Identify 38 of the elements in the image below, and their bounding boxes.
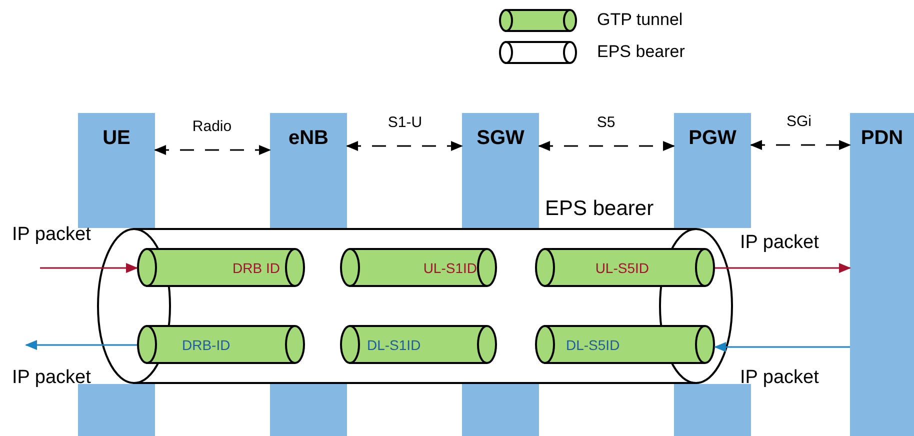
column-base [270, 384, 347, 436]
tunnel-label: UL-S5ID [595, 258, 649, 276]
edge-label: S5 [596, 113, 616, 133]
column-label: eNB [288, 126, 328, 151]
edge-label: IP packet [12, 366, 91, 390]
arrow [25, 340, 137, 350]
edge-label: SGi [786, 112, 812, 132]
edge-label: IP packet [740, 231, 819, 255]
tunnel-label: DL-S5ID [566, 336, 620, 354]
edge-label: IP packet [740, 366, 819, 390]
tunnel-label: DL-S1ID [367, 336, 421, 354]
network-column [674, 113, 751, 228]
arrow [715, 263, 851, 273]
network-column [462, 113, 539, 228]
arrow [40, 263, 138, 273]
arrow [714, 342, 850, 352]
column-base [462, 384, 539, 436]
dashed-arrow [538, 141, 675, 151]
network-column [78, 113, 155, 228]
edge-label: S1-U [388, 113, 422, 133]
legend-label: GTP tunnel [597, 9, 683, 31]
dashed-arrow [346, 141, 463, 151]
tunnel-label: UL-S1ID [423, 258, 477, 276]
network-column [850, 113, 914, 436]
edge-label: IP packet [12, 223, 91, 247]
column-label: PDN [860, 126, 904, 151]
column-base [674, 384, 751, 436]
dashed-arrow [750, 140, 851, 150]
edge-label: Radio [192, 117, 232, 137]
column-label: PGW [688, 126, 736, 151]
legend-label: EPS bearer [597, 41, 685, 63]
tunnel-label: DRB ID [232, 258, 280, 276]
column-label: UE [102, 126, 130, 151]
network-column [270, 113, 347, 228]
bearer-heading: EPS bearer [545, 196, 654, 222]
column-label: SGW [476, 126, 524, 151]
dashed-arrow [154, 145, 271, 155]
tunnel-label: DRB-ID [182, 336, 230, 354]
